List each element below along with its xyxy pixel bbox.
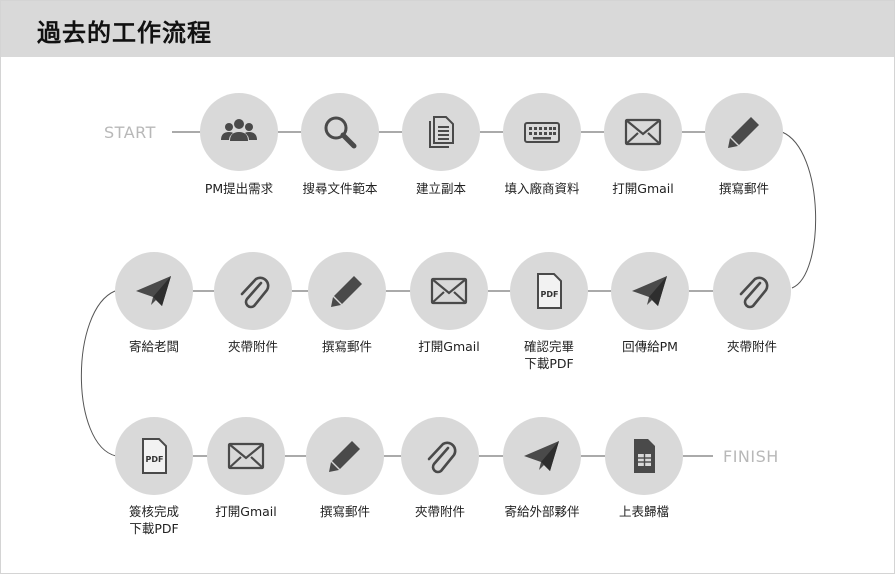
step-label-6: 撰寫郵件 — [718, 181, 769, 196]
step-label-18: 寄給外部夥伴 — [504, 504, 580, 519]
step-node-7 — [713, 252, 791, 330]
keyboard-icon — [524, 122, 560, 143]
step-node-16 — [306, 417, 384, 495]
envelope-icon — [624, 118, 662, 146]
paper-plane-icon — [136, 276, 171, 306]
pdf-badge-text: PDF — [541, 290, 559, 299]
step-node-4 — [503, 93, 581, 171]
step-label-17: 夾帶附件 — [414, 504, 465, 519]
users-icon — [221, 119, 257, 141]
step-label-19: 上表歸檔 — [618, 504, 669, 519]
step-label-2: 搜尋文件範本 — [302, 181, 378, 196]
step-label-4: 填入廠商資料 — [504, 181, 580, 196]
copy-document-icon — [429, 116, 454, 148]
step-node-5 — [604, 93, 682, 171]
step-label-1: PM提出需求 — [204, 181, 274, 196]
step-node-17 — [401, 417, 479, 495]
step-node-1 — [200, 93, 278, 171]
header-bar: 過去的工作流程 — [1, 1, 894, 57]
envelope-icon — [430, 277, 468, 305]
step-node-14: PDF — [115, 417, 193, 495]
step-label-3: 建立副本 — [415, 181, 466, 196]
step-label-12: 夾帶附件 — [227, 339, 278, 354]
finish-label: FINISH — [723, 447, 779, 466]
step-label-7: 夾帶附件 — [726, 339, 777, 354]
step-node-12 — [214, 252, 292, 330]
step-label-15: 打開Gmail — [215, 504, 277, 519]
spreadsheet-icon — [634, 439, 655, 473]
step-label-9: 確認完畢 下載PDF — [523, 339, 574, 371]
step-node-6 — [705, 93, 783, 171]
step-node-18 — [503, 417, 581, 495]
paperclip-icon — [427, 441, 457, 474]
pdf-badge-text: PDF — [146, 455, 164, 464]
step-node-19 — [605, 417, 683, 495]
envelope-icon — [227, 442, 265, 470]
pdf-file-icon: PDF — [537, 273, 562, 309]
step-node-15 — [207, 417, 285, 495]
paperclip-icon — [739, 276, 769, 309]
step-node-13 — [115, 252, 193, 330]
step-label-5: 打開Gmail — [612, 181, 674, 196]
pencil-icon — [329, 441, 360, 472]
search-icon — [324, 116, 357, 149]
step-node-10 — [410, 252, 488, 330]
step-label-11: 撰寫郵件 — [321, 339, 372, 354]
step-label-16: 撰寫郵件 — [319, 504, 370, 519]
step-node-3 — [402, 93, 480, 171]
paper-plane-icon — [632, 276, 667, 306]
step-label-13: 寄給老闆 — [128, 339, 179, 354]
step-node-2 — [301, 93, 379, 171]
step-node-8 — [611, 252, 689, 330]
page-title: 過去的工作流程 — [37, 19, 212, 47]
paperclip-icon — [240, 276, 270, 309]
pencil-icon — [331, 276, 362, 307]
pdf-file-icon: PDF — [142, 438, 167, 474]
step-label-10: 打開Gmail — [418, 339, 480, 354]
step-node-9: PDF — [510, 252, 588, 330]
pencil-icon — [728, 117, 759, 148]
step-label-14: 簽核完成 下載PDF — [128, 504, 179, 536]
start-label: START — [104, 123, 156, 142]
paper-plane-icon — [524, 441, 559, 471]
step-label-8: 回傳給PM — [622, 339, 678, 354]
step-node-11 — [308, 252, 386, 330]
